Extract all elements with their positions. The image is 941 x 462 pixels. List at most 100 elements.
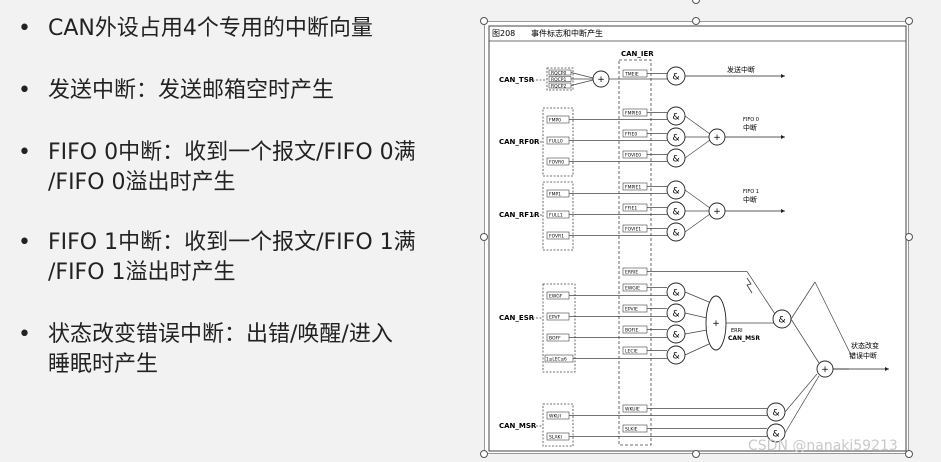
svg-text:&: & [672, 113, 679, 123]
and-gate-fmp0 [666, 106, 686, 126]
output-fifo1-line2: 中断 [743, 195, 757, 204]
enable-ewgie: EWGIE [625, 286, 640, 292]
output-fifo0-line1: FIFO 0 [743, 117, 759, 123]
flag-wkui: WKUI [549, 414, 561, 420]
figure-label: 图208 [492, 29, 515, 38]
svg-text:&: & [772, 409, 779, 419]
bullet-text-line2: /FIFO 0溢出时产生 [48, 170, 236, 195]
enable-lecie: LECIE [625, 349, 638, 355]
and-gate-full1 [666, 201, 686, 221]
register-can-tsr: CAN_TSR [499, 76, 535, 84]
watermark: CSDN @nanaki59213 [748, 438, 898, 454]
svg-text:&: & [672, 73, 679, 83]
flag-epvf: EPVF [549, 315, 561, 321]
svg-text:&: & [672, 310, 679, 320]
bullet-dot: • [18, 16, 31, 41]
and-gate-fovr1 [666, 222, 686, 242]
svg-text:+: + [597, 75, 605, 85]
svg-text:&: & [672, 187, 679, 197]
output-sce-line2: 错误中断 [849, 351, 877, 360]
enable-tmeie: TMEIE [624, 72, 639, 78]
cursor-icon [746, 277, 753, 294]
register-can-msr: CAN_MSR [499, 422, 537, 430]
output-tx-interrupt: 发送中断 [727, 65, 755, 74]
and-gate-epv [666, 303, 686, 323]
svg-text:&: & [672, 134, 679, 144]
flag-boff: BOFF [549, 336, 561, 342]
flag-rqcp1: RQCP1 [551, 77, 567, 83]
flag-ewgf: EWGF [549, 294, 563, 300]
flag-fmp1: FMP1 [549, 192, 561, 198]
selection-handle-bottom-center[interactable] [692, 450, 700, 458]
enable-wkuie: WKUIE [625, 407, 640, 413]
svg-text:+: + [712, 319, 720, 329]
bullet-text: FIFO 0中断：收到一个报文/FIFO 0满 [48, 140, 416, 165]
flag-rqcp2: RQCP2 [551, 84, 567, 90]
flag-lec: 1≤LEC≤6 [546, 357, 567, 363]
errfield-label-2: CAN_MSR [728, 335, 760, 342]
register-can-rf0r: CAN_RF0R [499, 138, 540, 146]
and-gate-slk [766, 423, 786, 443]
svg-text:+: + [713, 133, 721, 143]
and-gate-wku [766, 402, 786, 422]
bullet-text: FIFO 1中断：收到一个报文/FIFO 1满 [48, 230, 416, 255]
enable-fovie0: FOVIE0 [625, 153, 641, 159]
svg-text:+: + [713, 207, 721, 217]
svg-text:&: & [672, 289, 679, 299]
svg-text:&: & [778, 316, 785, 326]
enable-errie: ERRIE [625, 270, 638, 276]
enable-fmpie1: FMPIE1 [625, 185, 641, 191]
output-sce-line1: 状态改变 [851, 341, 879, 350]
selection-handle-top[interactable] [692, 0, 700, 4]
bullet-text-line2: /FIFO 1溢出时产生 [48, 260, 236, 285]
selection-handle-middle-left[interactable] [480, 233, 488, 241]
bullet-dot: • [18, 230, 31, 255]
and-gate-fovr0 [666, 148, 686, 168]
or-gate-esr [705, 295, 727, 351]
and-gate-fmp1 [666, 180, 686, 200]
enable-ffie1: FFIE1 [625, 206, 637, 212]
flag-fovr1: FOVR1 [549, 234, 564, 240]
flag-slaki: SLAKI [549, 435, 562, 441]
svg-text:&: & [672, 352, 679, 362]
figure-title: 事件标志和中断产生 [531, 28, 603, 38]
and-gate-bof [666, 324, 686, 344]
and-gate-lec [666, 345, 686, 365]
bullet-text-line2: 睡眠时产生 [48, 352, 159, 377]
selection-handle-middle-right[interactable] [905, 233, 913, 241]
enable-fmpie0: FMPIE0 [625, 111, 641, 117]
svg-text:+: + [821, 365, 829, 375]
enable-epvie: EPVIE [625, 307, 638, 313]
enable-bofie: BOFIE [625, 328, 638, 334]
enable-ffie0: FFIE0 [625, 132, 637, 138]
and-gate-full0 [666, 127, 686, 147]
flag-fmp0: FMP0 [549, 118, 561, 124]
svg-text:&: & [672, 208, 679, 218]
bullet-text: 发送中断：发送邮箱空时产生 [48, 78, 335, 103]
svg-text:&: & [672, 229, 679, 239]
enable-fovie1: FOVIE1 [625, 227, 641, 233]
bullet-dot: • [18, 140, 31, 165]
svg-text:&: & [772, 430, 779, 440]
interrupt-diagram: 图208 事件标志和中断产生 CAN_IER CAN_TSR RQCP0 RQC… [488, 25, 907, 452]
register-can-rf1r: CAN_RF1R [499, 211, 540, 219]
bullet-text: CAN外设占用4个专用的中断向量 [48, 16, 373, 41]
enable-slkie: SLKIE [625, 427, 638, 433]
bullet-dot: • [18, 78, 31, 103]
selection-handle-top-left[interactable] [480, 17, 488, 25]
ier-label: CAN_IER [621, 50, 654, 58]
selection-handle-top-center[interactable] [692, 17, 700, 25]
and-gate-ewg [666, 282, 686, 302]
bullet-text: 状态改变错误中断：出错/唤醒/进入 [48, 322, 393, 347]
flag-full1: FULL1 [549, 213, 563, 219]
ier-column [618, 59, 652, 446]
selection-handle-top-right[interactable] [905, 17, 913, 25]
flag-full0: FULL0 [549, 139, 563, 145]
register-can-esr: CAN_ESR [499, 314, 535, 322]
interrupt-diagram-frame[interactable]: 图208 事件标志和中断产生 CAN_IER CAN_TSR RQCP0 RQC… [484, 21, 909, 454]
selection-handle-bottom-right[interactable] [905, 450, 913, 458]
selection-handle-bottom-left[interactable] [480, 450, 488, 458]
flag-rqcp0: RQCP0 [551, 71, 567, 77]
flag-fovr0: FOVR0 [549, 160, 564, 166]
svg-text:&: & [672, 155, 679, 165]
